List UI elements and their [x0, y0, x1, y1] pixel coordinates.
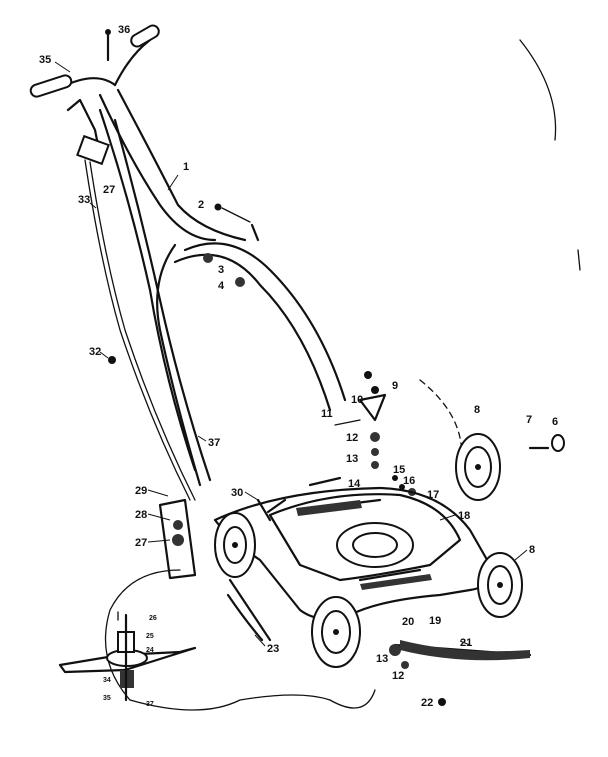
callout-28: 28 [135, 509, 147, 521]
callout-9: 9 [392, 380, 398, 392]
callout-3: 3 [218, 264, 224, 276]
wheel-front-right [477, 552, 523, 618]
callouts: 36 35 1 2 3 4 27 33 32 37 10 9 11 12 13 … [39, 24, 558, 709]
wheel-front-left [311, 596, 361, 668]
callout-8b: 8 [529, 544, 535, 556]
callout-16: 16 [403, 475, 415, 487]
callout-1: 1 [183, 161, 189, 173]
callout-15: 15 [393, 464, 405, 476]
callout-35: 35 [39, 54, 51, 66]
callout-10: 10 [351, 394, 363, 406]
callout-24: 24 [146, 647, 154, 654]
wheel-rear-right [455, 433, 501, 501]
callout-37b: 37 [146, 701, 154, 708]
callout-8a: 8 [474, 404, 480, 416]
callout-13a: 13 [346, 453, 358, 465]
housing-arc-guide [419, 379, 463, 471]
callout-12a: 12 [346, 432, 358, 444]
callout-23: 23 [267, 643, 279, 655]
callout-32: 32 [89, 346, 101, 358]
mower-deck [213, 486, 494, 642]
callout-12b: 12 [392, 670, 404, 682]
handle-assembly [29, 24, 347, 501]
callout-11: 11 [321, 408, 333, 420]
callout-26: 26 [149, 615, 157, 622]
hardware-parts [105, 29, 565, 496]
callout-27a: 27 [103, 184, 115, 196]
callout-29: 29 [135, 485, 147, 497]
callout-37: 37 [208, 437, 220, 449]
background-stroke-2 [577, 249, 581, 271]
callout-4: 4 [218, 280, 225, 292]
callout-7: 7 [526, 414, 532, 426]
callout-30: 30 [231, 487, 243, 499]
callout-14: 14 [348, 478, 361, 490]
callout-17: 17 [427, 489, 439, 501]
callout-2: 2 [198, 199, 204, 211]
callout-22: 22 [421, 697, 433, 709]
leader-lines [54, 61, 528, 647]
callout-33: 33 [78, 194, 90, 206]
side-parts [158, 498, 532, 706]
wheel-rear-left [214, 512, 256, 578]
background-stroke [519, 39, 557, 141]
callout-20: 20 [402, 616, 414, 628]
callout-27b: 27 [135, 537, 147, 549]
callout-6: 6 [552, 416, 558, 428]
callout-18: 18 [458, 510, 470, 522]
callout-19: 19 [429, 615, 441, 627]
callout-13b: 13 [376, 653, 388, 665]
callout-25: 25 [146, 633, 154, 640]
callout-34: 34 [103, 677, 111, 684]
blade-assembly-inset [58, 569, 376, 711]
callout-36: 36 [118, 24, 130, 36]
callout-35b: 35 [103, 695, 111, 702]
